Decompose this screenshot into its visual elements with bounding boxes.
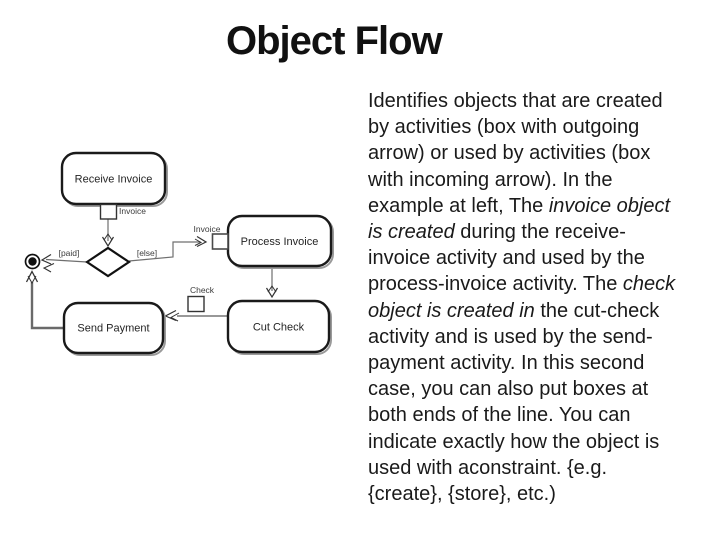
edge-else-to-process: [128, 235, 208, 262]
activity-diagram-svg: Receive Invoice Process Invoice Cut Chec…: [24, 151, 334, 356]
body-line: Identifies objects that are created: [368, 90, 663, 112]
body-line: indicate exactly how the object is: [368, 430, 660, 453]
body-line: invoice activity and used by the: [368, 247, 645, 270]
body-line: both ends of the line. You can: [368, 404, 631, 427]
body-line: case, you can also put boxes at: [368, 378, 649, 401]
body-line: process-invoice activity. The check: [368, 273, 676, 296]
object-invoice-out: Invoice: [99, 203, 146, 220]
body-line: activity and is used by the send-: [368, 325, 653, 348]
activity-send-payment: Send Payment: [62, 301, 166, 356]
object-label: Check: [190, 285, 215, 295]
body-line: arrow) or used by activities (box: [368, 142, 651, 165]
activity-label: Send Payment: [77, 323, 149, 335]
activity-receive-invoice: Receive Invoice: [60, 151, 168, 207]
body-line: object is created in the cut-check: [368, 299, 660, 322]
body-line: is created during the receive-: [368, 221, 626, 244]
activity-cut-check: Cut Check: [226, 299, 332, 355]
body-line: with incoming arrow). In the: [368, 168, 613, 191]
guard-paid: [paid]: [59, 248, 80, 258]
activity-label: Receive Invoice: [75, 174, 153, 186]
body-line: by activities (box with outgoing: [368, 116, 640, 139]
object-check: Check: [187, 285, 215, 313]
activity-diagram: Receive Invoice Process Invoice Cut Chec…: [15, 140, 360, 370]
body-line: example at left, The invoice object: [368, 194, 671, 217]
edge-process-to-cutcheck: [265, 266, 279, 299]
activity-process-invoice: Process Invoice: [226, 214, 334, 269]
body-line: payment activity. In this second: [368, 352, 645, 375]
edge-invoice-to-decision: [101, 219, 115, 248]
decision-diamond: [85, 246, 131, 278]
activity-label: Process Invoice: [241, 236, 319, 248]
body-text: Identifies objects that are created by ac…: [368, 88, 698, 507]
object-label: Invoice: [119, 206, 146, 216]
body-line: {create}, {store}, etc.): [368, 483, 556, 506]
slide-title: Object Flow: [226, 19, 443, 63]
body-line: used with aconstraint. {e.g.: [368, 456, 608, 479]
guard-else: [else]: [137, 248, 157, 258]
object-label: Invoice: [194, 224, 221, 234]
final-node: [24, 253, 41, 270]
object-invoice-in: Invoice: [194, 224, 229, 250]
edge-paid-to-final: [40, 253, 88, 273]
edge-sendpayment-to-final: [25, 270, 64, 330]
activity-label: Cut Check: [253, 322, 305, 334]
